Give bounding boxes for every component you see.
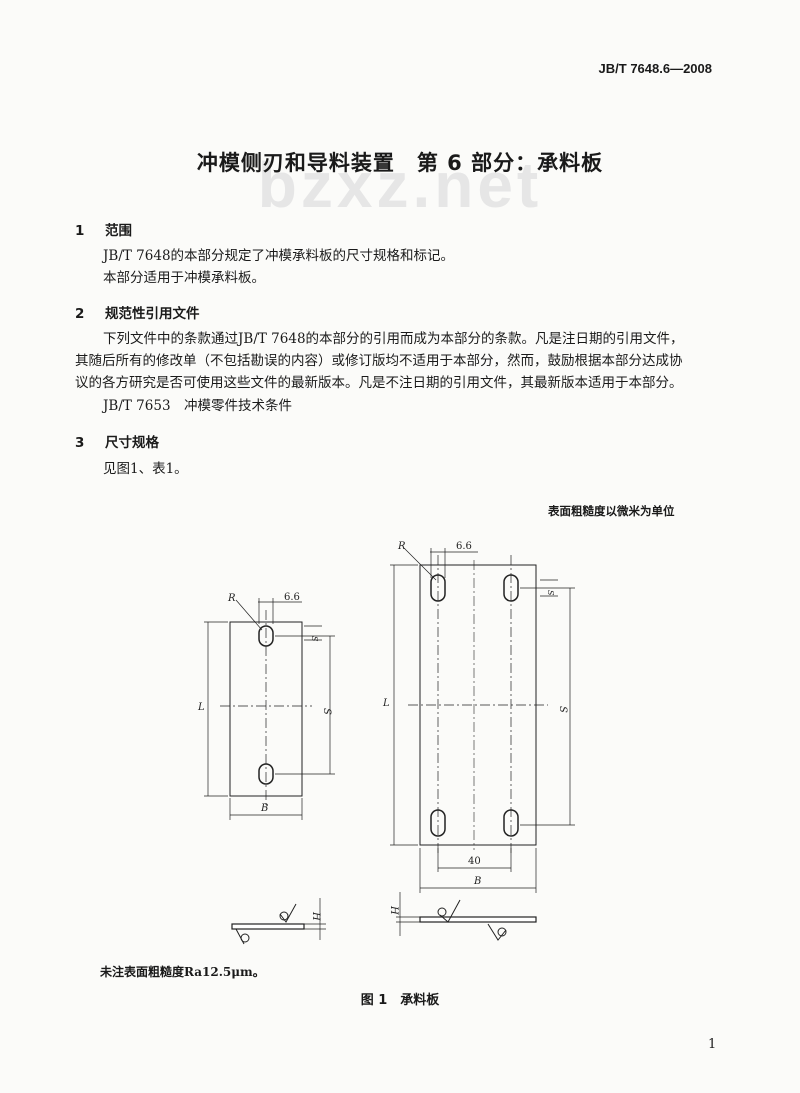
section-title: 范围 (105, 223, 132, 239)
slot-hole (430, 809, 446, 837)
slot-hole (430, 574, 446, 602)
slot-hole (503, 574, 519, 602)
unit-note: 表面粗糙度以微米为单位 (548, 504, 675, 518)
side-view-small (231, 923, 305, 930)
section-title: 尺寸规格 (105, 435, 159, 451)
standard-number: JB/T 7648.6—2008 (598, 61, 712, 76)
figure-caption: 图 1 承料板 (360, 993, 440, 1008)
side-view-large (419, 916, 537, 923)
roughness-symbol (487, 923, 507, 941)
label-R: R (397, 541, 406, 552)
section-number: 2 (75, 306, 85, 322)
paragraph: 本部分适用于冲模承料板。 (103, 270, 265, 286)
slot-hole (258, 763, 274, 785)
section-heading-3: 3 尺寸规格 (75, 431, 159, 451)
section-number: 1 (75, 223, 85, 239)
label-40: 40 (468, 856, 481, 867)
label-6.6: 6.6 (284, 592, 300, 603)
label-s: S (546, 590, 555, 596)
label-6.6: 6.6 (456, 541, 472, 552)
label-R: R (227, 593, 236, 604)
label-B: B (260, 803, 268, 814)
label-s: S (310, 636, 319, 642)
section-title: 规范性引用文件 (105, 306, 200, 322)
document-title: 冲模侧刃和导料装置 第 6 部分：承料板 (196, 151, 604, 175)
roughness-note: 未注表面粗糙度Ra12.5μm。 (100, 965, 265, 979)
label-H: H (310, 911, 321, 921)
watermark: bzxz.net (257, 149, 543, 221)
paragraph-line: 议的各方研究是否可使用这些文件的最新版本。凡是不注日期的引用文件，其最新版本适用… (75, 375, 683, 391)
label-S: S (557, 706, 568, 713)
page-number: 1 (708, 1037, 717, 1052)
slot-hole (258, 625, 274, 647)
label-L: L (382, 698, 390, 709)
section-heading-1: 1 范围 (75, 219, 132, 239)
section-heading-2: 2 规范性引用文件 (75, 302, 200, 322)
label-L: L (197, 702, 205, 713)
paragraph: JB/T 7648的本部分规定了冲模承料板的尺寸规格和标记。 (103, 248, 455, 264)
slot-hole (503, 809, 519, 837)
reference-item: JB/T 7653 冲模零件技术条件 (103, 398, 293, 414)
paragraph-line: 其随后所有的修改单（不包括勘误的内容）或修订版均不适用于本部分，然而，鼓励根据本… (75, 353, 683, 369)
label-H: H (388, 905, 399, 915)
roughness-symbol (439, 899, 461, 923)
label-B: B (473, 876, 481, 887)
paragraph-line: 下列文件中的条款通过JB/T 7648的本部分的引用而成为本部分的条款。凡是注日… (103, 331, 684, 347)
roughness-symbol (279, 903, 297, 923)
label-S: S (321, 708, 332, 715)
section-number: 3 (75, 435, 85, 451)
paragraph: 见图1、表1。 (103, 461, 188, 477)
